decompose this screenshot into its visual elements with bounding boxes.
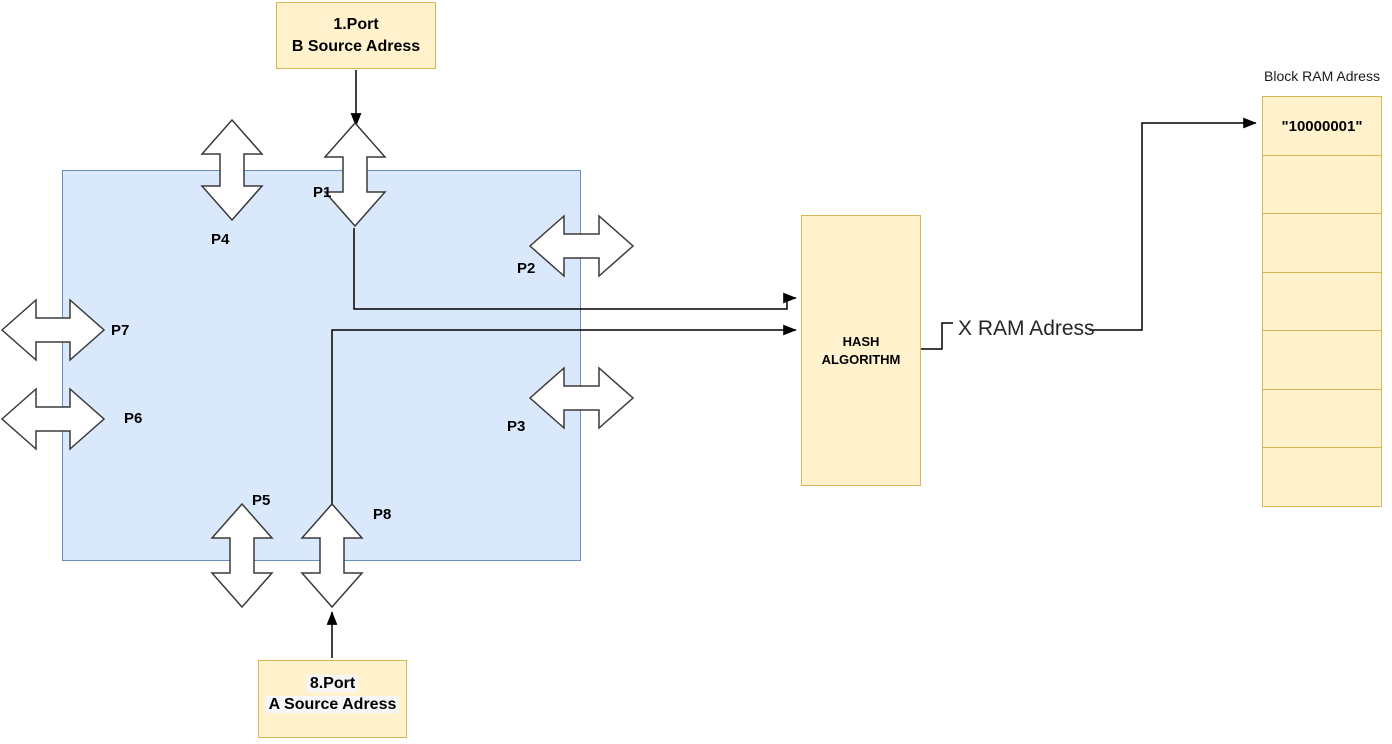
ram-cell-2 <box>1262 213 1382 273</box>
port-label-p1: P1 <box>313 184 332 201</box>
port-label-p2: P2 <box>517 260 536 277</box>
connector-xram-to-ram-cell <box>1089 117 1257 331</box>
ram-cell-1 <box>1262 154 1382 215</box>
port8-box-line2: A Source Adress <box>265 694 400 715</box>
ram-cell-0: "10000001" <box>1262 96 1382 156</box>
port-p2-bidirectional-arrow-icon <box>528 214 635 278</box>
x-ram-address-label: X RAM Adress <box>958 317 1095 340</box>
ram-cell-5 <box>1262 388 1382 449</box>
connector-p8-to-hash <box>331 324 797 504</box>
port1-source-address-box: 1.Port B Source Adress <box>276 2 436 69</box>
port-label-p8: P8 <box>373 506 392 523</box>
port-label-p7: P7 <box>111 322 130 339</box>
switch-body-box <box>62 170 581 561</box>
block-ram-table: "10000001" <box>1262 96 1382 507</box>
hash-algorithm-box: HASH ALGORITHM <box>801 215 921 486</box>
connector-hash-to-xram-label <box>921 322 953 350</box>
port8-source-address-box: 8.Port A Source Adress <box>258 660 407 738</box>
port-label-p5: P5 <box>252 492 271 509</box>
ram-cell-3 <box>1262 271 1382 332</box>
ram-cell-4 <box>1262 330 1382 390</box>
hash-box-line2: ALGORITHM <box>821 351 901 367</box>
port-p3-bidirectional-arrow-icon <box>528 366 635 430</box>
connector-p1-to-hash <box>353 228 797 310</box>
port1-box-line2: B Source Adress <box>291 37 421 55</box>
port-p5-bidirectional-arrow-icon <box>210 502 274 609</box>
port-label-p3: P3 <box>507 418 526 435</box>
port-p8-bidirectional-arrow-icon <box>300 502 364 609</box>
port-p1-bidirectional-arrow-icon <box>323 121 387 228</box>
ram-cell-6 <box>1262 447 1382 507</box>
hash-box-line1: HASH <box>842 333 880 349</box>
port-p6-bidirectional-arrow-icon <box>0 387 106 451</box>
port8-box-line1: 8.Port <box>306 673 359 694</box>
port-p4-bidirectional-arrow-icon <box>200 118 264 222</box>
port-label-p6: P6 <box>124 410 143 427</box>
port-p7-bidirectional-arrow-icon <box>0 298 106 362</box>
port-label-p4: P4 <box>211 231 230 248</box>
port1-box-line1: 1.Port <box>333 15 379 33</box>
block-ram-address-title: Block RAM Adress <box>1264 68 1380 84</box>
